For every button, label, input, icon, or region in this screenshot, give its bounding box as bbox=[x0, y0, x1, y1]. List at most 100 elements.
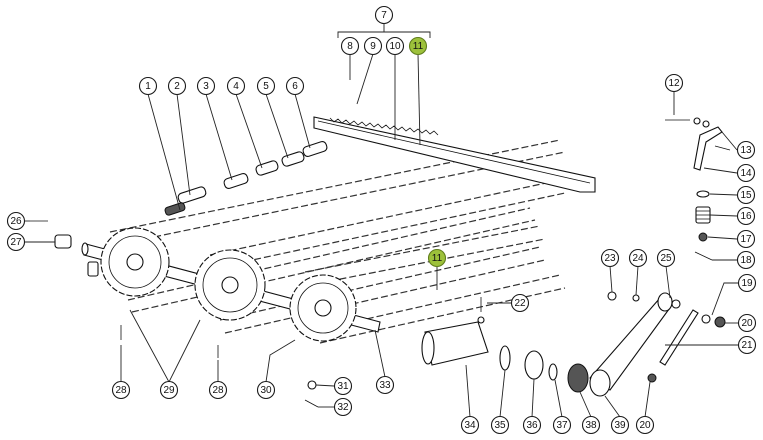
callout-number: 29 bbox=[163, 385, 175, 396]
callout-28: 28 bbox=[208, 380, 228, 400]
callout-32: 32 bbox=[333, 397, 353, 417]
callout-circle bbox=[736, 185, 756, 205]
callout-39: 39 bbox=[610, 415, 630, 435]
callout-circle bbox=[737, 273, 757, 293]
callout-circle bbox=[510, 293, 530, 313]
callout-number: 3 bbox=[203, 81, 209, 92]
callout-37: 37 bbox=[552, 415, 572, 435]
callout-circle bbox=[138, 76, 158, 96]
callout-circle bbox=[111, 380, 131, 400]
chain-links bbox=[164, 141, 328, 216]
callout-29: 29 bbox=[159, 380, 179, 400]
group-7-bracket bbox=[337, 24, 431, 38]
callout-number: 15 bbox=[740, 190, 752, 201]
callout-circle bbox=[333, 397, 353, 417]
callout-number: 8 bbox=[347, 41, 353, 52]
callout-circle bbox=[408, 36, 428, 56]
callout-number: 32 bbox=[337, 402, 349, 413]
callout-circle bbox=[635, 415, 655, 435]
sprocket-shaft-assembly bbox=[81, 227, 381, 342]
callout-21: 21 bbox=[737, 335, 757, 355]
callout-circle bbox=[385, 36, 405, 56]
callout-circle bbox=[736, 229, 756, 249]
callout-number: 13 bbox=[740, 145, 752, 156]
callout-circle bbox=[363, 36, 383, 56]
callout-19: 19 bbox=[737, 273, 757, 293]
callout-16: 16 bbox=[736, 206, 756, 226]
chain-link-2 bbox=[164, 186, 207, 216]
callout-number: 20 bbox=[639, 420, 651, 431]
callout-13: 13 bbox=[736, 140, 756, 160]
callout-circle bbox=[460, 415, 480, 435]
callout-10: 10 bbox=[385, 36, 405, 56]
callout-number: 31 bbox=[337, 381, 349, 392]
callout-number: 9 bbox=[370, 41, 376, 52]
callout-24: 24 bbox=[628, 248, 648, 268]
chain-link-3 bbox=[223, 173, 249, 189]
callout-38: 38 bbox=[581, 415, 601, 435]
callout-number: 6 bbox=[292, 81, 298, 92]
callout-9: 9 bbox=[363, 36, 383, 56]
callout-circle bbox=[208, 380, 228, 400]
callout-35: 35 bbox=[490, 415, 510, 435]
callout-circle bbox=[256, 76, 276, 96]
callout-number: 17 bbox=[740, 234, 752, 245]
callout-34: 34 bbox=[460, 415, 480, 435]
callout-20: 20 bbox=[635, 415, 655, 435]
callout-circle bbox=[226, 76, 246, 96]
callout-3: 3 bbox=[196, 76, 216, 96]
bearing-assembly bbox=[421, 291, 726, 397]
scraper-bar bbox=[313, 116, 596, 193]
callout-circle bbox=[736, 140, 756, 160]
callout-number: 33 bbox=[379, 380, 391, 391]
callout-11: 11 bbox=[427, 248, 447, 268]
callout-circle bbox=[6, 211, 26, 231]
callout-circle bbox=[610, 415, 630, 435]
callout-number: 28 bbox=[115, 385, 127, 396]
callout-28: 28 bbox=[111, 380, 131, 400]
callout-number: 16 bbox=[740, 211, 752, 222]
callout-4: 4 bbox=[226, 76, 246, 96]
callout-number: 11 bbox=[432, 253, 443, 264]
callout-number: 28 bbox=[212, 385, 224, 396]
callout-number: 37 bbox=[556, 420, 568, 431]
callout-number: 4 bbox=[233, 81, 239, 92]
callout-number: 30 bbox=[260, 385, 272, 396]
callout-circle bbox=[736, 163, 756, 183]
callout-circle bbox=[581, 415, 601, 435]
callout-circle bbox=[196, 76, 216, 96]
callout-15: 15 bbox=[736, 185, 756, 205]
callout-27: 27 bbox=[6, 232, 26, 252]
callout-22: 22 bbox=[510, 293, 530, 313]
callout-14: 14 bbox=[736, 163, 756, 183]
callout-30: 30 bbox=[256, 380, 276, 400]
callout-circle bbox=[737, 313, 757, 333]
chain-link-4 bbox=[255, 160, 279, 176]
sprocket-middle bbox=[194, 249, 266, 321]
callout-number: 5 bbox=[263, 81, 269, 92]
callout-circle bbox=[427, 248, 447, 268]
callout-number: 35 bbox=[494, 420, 506, 431]
callout-circle bbox=[600, 248, 620, 268]
callout-number: 10 bbox=[389, 41, 401, 52]
callout-number: 1 bbox=[145, 81, 151, 92]
callout-circle bbox=[159, 380, 179, 400]
callout-circle bbox=[285, 76, 305, 96]
callout-circle bbox=[664, 73, 684, 93]
callout-circle bbox=[340, 36, 360, 56]
callout-2: 2 bbox=[167, 76, 187, 96]
callout-25: 25 bbox=[656, 248, 676, 268]
callout-number: 18 bbox=[740, 255, 752, 266]
callout-number: 7 bbox=[381, 10, 387, 21]
callout-11: 11 bbox=[408, 36, 428, 56]
callout-23: 23 bbox=[600, 248, 620, 268]
leader-lines bbox=[25, 53, 738, 418]
callout-18: 18 bbox=[736, 250, 756, 270]
callout-circle bbox=[737, 335, 757, 355]
callout-circle bbox=[736, 250, 756, 270]
callout-17: 17 bbox=[736, 229, 756, 249]
callout-number: 24 bbox=[632, 253, 644, 264]
callout-5: 5 bbox=[256, 76, 276, 96]
